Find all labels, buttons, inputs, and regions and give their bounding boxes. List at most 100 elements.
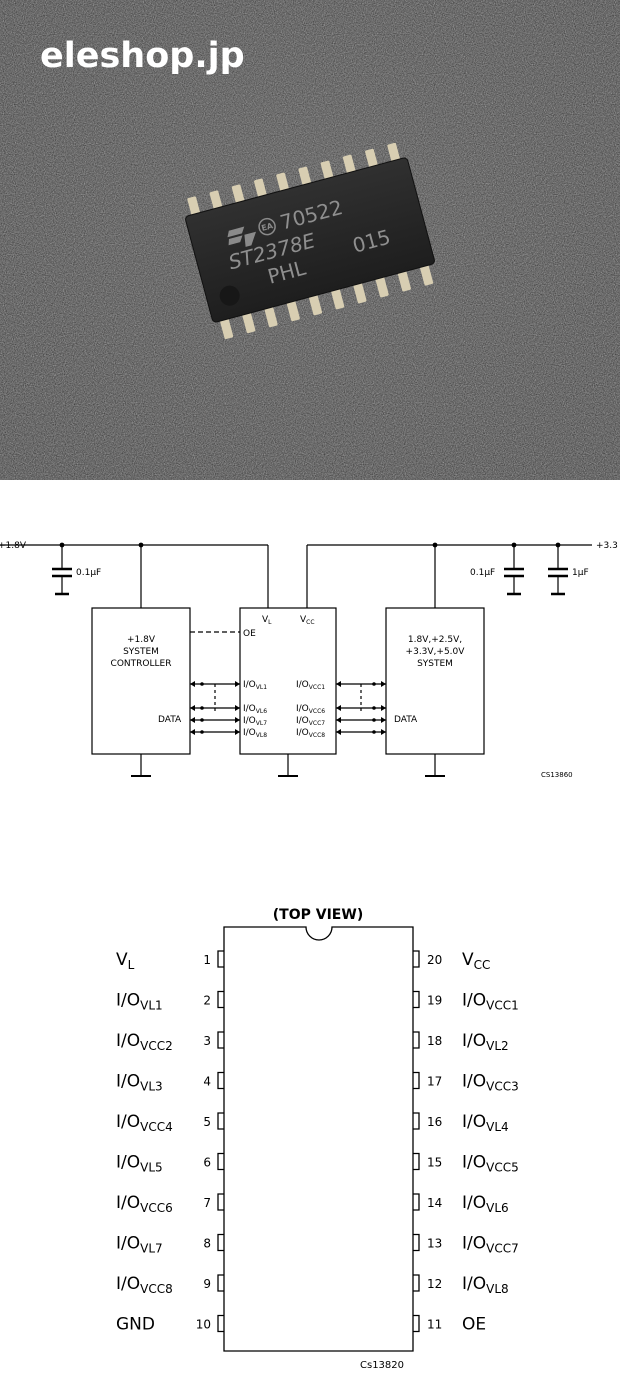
right-block-line-2: +3.3V,+5.0V xyxy=(406,647,466,657)
pin-number: 6 xyxy=(203,1156,211,1170)
pin-lead xyxy=(217,1112,224,1130)
pin-lead xyxy=(413,1071,420,1090)
pin-name: GND xyxy=(116,1315,155,1335)
pin-name: I/OVCC5 xyxy=(462,1153,519,1175)
pin-name: VCC xyxy=(462,950,490,972)
pin-row-right: 13 I/OVCC7 xyxy=(413,1234,519,1256)
chip-pin xyxy=(276,172,290,194)
chip-pin xyxy=(219,316,234,340)
pin-number: 17 xyxy=(427,1075,442,1089)
chip-pin xyxy=(231,184,246,206)
pin-row-left: 9I/OVCC8 xyxy=(116,1274,224,1296)
supply-right-label: +3.3 xyxy=(596,541,618,551)
chip-pin xyxy=(187,196,201,218)
right-block-line-1: 1.8V,+2.5V, xyxy=(408,635,462,645)
pin-number: 9 xyxy=(203,1277,211,1291)
st-logo-icon xyxy=(227,226,257,247)
chip-mark-ea: EA xyxy=(260,221,274,233)
pin-lead xyxy=(217,1152,224,1171)
chip-pin xyxy=(263,304,278,328)
chip-pin xyxy=(241,310,256,334)
pin-number: 11 xyxy=(427,1318,442,1332)
chip-pin xyxy=(365,148,379,170)
pin-lead xyxy=(217,1031,224,1049)
left-block-line-3: CONTROLLER xyxy=(111,659,172,669)
pin-row-left: 4I/OVL3 xyxy=(116,1072,224,1094)
pin-number: 19 xyxy=(427,994,442,1008)
pin-lead xyxy=(413,1152,420,1171)
chip-pins-bottom xyxy=(219,262,434,340)
supply-left-label: +1.8V xyxy=(0,541,27,551)
pin-name: I/OVCC6 xyxy=(116,1193,173,1215)
ea-mark-icon xyxy=(258,217,276,236)
pin-lead xyxy=(217,950,224,968)
pin-row-left: 3I/OVCC2 xyxy=(116,1031,224,1053)
pinout-diagram: (TOP VIEW) 1VL2I/OVL13I/OVCC24I/OVL35I/O… xyxy=(116,907,519,1371)
left-block-line-1: +1.8V xyxy=(127,635,156,645)
cap-right-1-label: 0.1µF xyxy=(470,568,495,578)
cap-right-2-label: 1µF xyxy=(572,568,589,578)
pin-number: 8 xyxy=(203,1237,211,1251)
pin-number: 12 xyxy=(427,1277,442,1291)
pin-row-left: 5 I/OVCC4 xyxy=(116,1112,224,1134)
pin-lead xyxy=(217,1193,224,1211)
vcc-label: VCC xyxy=(300,615,315,626)
pin-row-left: 7 I/OVCC6 xyxy=(116,1193,224,1215)
pin-lead xyxy=(413,990,420,1009)
pin-name: I/OVL1 xyxy=(116,991,163,1013)
pin-number: 7 xyxy=(203,1196,211,1210)
cap-left-label: 0.1µF xyxy=(76,568,101,578)
bus-arrows xyxy=(190,681,386,735)
pin-name: I/OVCC4 xyxy=(116,1112,173,1134)
left-block xyxy=(91,607,191,755)
pin-name: I/OVCC3 xyxy=(462,1072,519,1094)
pin-row-right: 14 I/OVL6 xyxy=(413,1193,509,1215)
pin-lead xyxy=(217,1274,224,1292)
pinout-title: (TOP VIEW) xyxy=(273,907,363,923)
pin-lead xyxy=(413,1233,420,1252)
vl-label: VL xyxy=(262,615,272,626)
pin-row-left: 8 I/OVL7 xyxy=(116,1234,224,1256)
pin-row-left: 2 I/OVL1 xyxy=(116,991,224,1013)
pin-name: I/OVCC1 xyxy=(462,991,519,1013)
left-data-label: DATA xyxy=(158,715,182,725)
pin-row-left: 1VL xyxy=(116,950,224,972)
pin-name: I/OVL8 xyxy=(462,1274,509,1296)
package-outline xyxy=(223,926,414,1352)
pin-name: I/OVL3 xyxy=(116,1072,163,1094)
pin-number: 13 xyxy=(427,1237,442,1251)
chip-pin xyxy=(320,160,334,182)
pin-number: 14 xyxy=(427,1196,442,1210)
pin-lead xyxy=(413,1274,420,1292)
pin-lead xyxy=(217,1071,224,1090)
pin-lead xyxy=(413,950,420,968)
schematic-code: CS13860 xyxy=(541,771,573,779)
pin-lead xyxy=(217,1314,224,1333)
center-right-pin-3: I/OVCC7 xyxy=(296,716,325,727)
right-data-label: DATA xyxy=(394,715,418,725)
pin-lead xyxy=(413,1314,420,1333)
chip-body xyxy=(185,157,435,323)
pin-name: I/OVL4 xyxy=(462,1112,509,1134)
pin-lead xyxy=(413,1193,420,1211)
chip-photo: EA 70522 ST2378E PHL 015 eleshop.jp xyxy=(0,0,620,480)
pin-row-right: 19 I/OVCC1 xyxy=(413,991,519,1013)
pin-number: 5 xyxy=(203,1115,211,1129)
pin-number: 18 xyxy=(427,1034,442,1048)
pin-number: 20 xyxy=(427,953,442,967)
pin-name: I/OVL5 xyxy=(116,1153,163,1175)
pin-number: 2 xyxy=(203,994,211,1008)
pin-name: I/OVL7 xyxy=(116,1234,163,1256)
pin-row-right: 12 I/OVL8 xyxy=(413,1274,509,1296)
pin-name: I/OVL6 xyxy=(462,1193,509,1215)
center-left-pin-1: I/OVL1 xyxy=(243,680,267,691)
oe-label: OE xyxy=(243,629,256,639)
pin-lead xyxy=(413,1031,420,1049)
chip-pin xyxy=(286,298,300,322)
pin-name: I/OVCC7 xyxy=(462,1234,519,1256)
chip-pin xyxy=(387,142,401,164)
